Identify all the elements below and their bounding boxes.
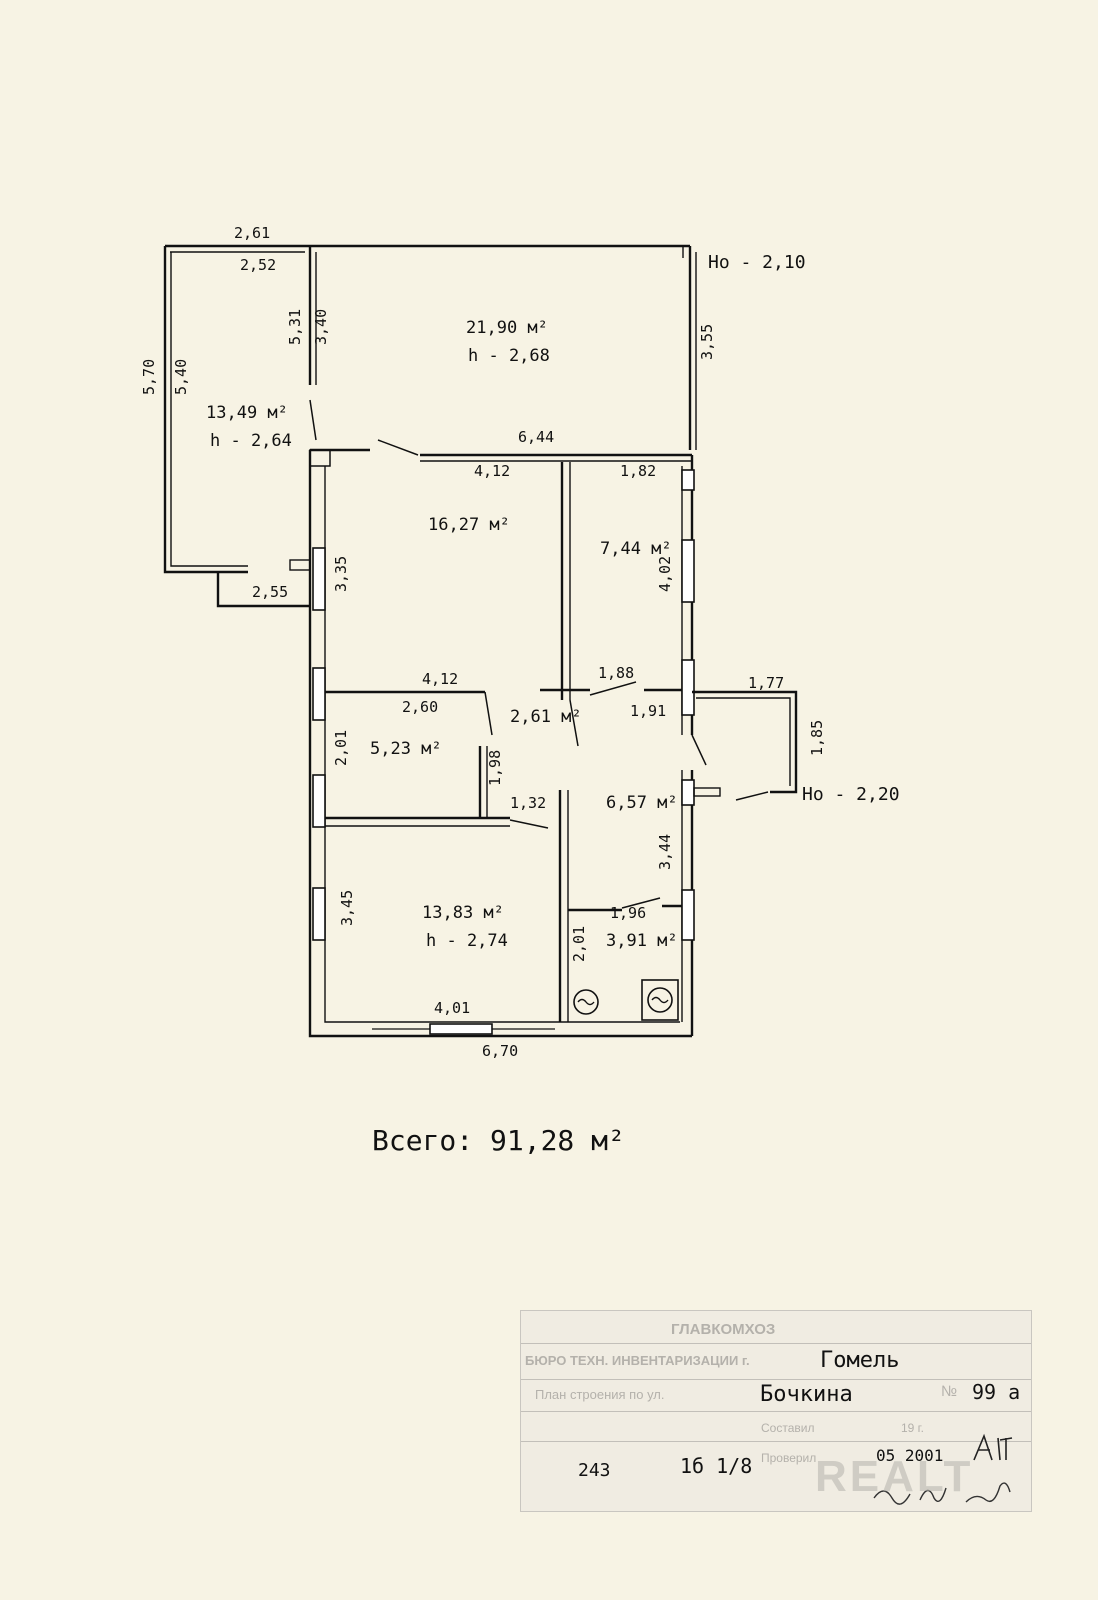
stamp-composed: Составил [761, 1421, 815, 1435]
dim-veranda-540: 5,40 [172, 359, 190, 395]
dim-house-bottom-670: 6,70 [482, 1042, 518, 1060]
window-right-1 [681, 469, 695, 491]
dim-room657-side: 3,44 [656, 834, 674, 870]
room-area-391: 3,91 м² [606, 931, 678, 951]
door-swing-hall [589, 681, 637, 696]
dim-partition-340: 3,40 [312, 309, 330, 345]
dim-room744-top: 1,82 [620, 462, 656, 480]
door-swing-veranda [309, 399, 317, 441]
window-bottom [429, 1023, 493, 1035]
dim-top-veranda-inner: 2,52 [240, 256, 276, 274]
dim-room1627-top: 4,12 [474, 462, 510, 480]
stamp-date: 05 2001 [876, 1446, 944, 1465]
dim-veranda-570: 5,70 [140, 359, 158, 395]
room-height-274: h - 2,74 [426, 931, 508, 951]
dim-house-top-644: 6,44 [518, 428, 554, 446]
watermark-logo: REALT [815, 1452, 974, 1501]
mark-left-number: 243 [578, 1460, 611, 1481]
fixture-stove-wave [651, 996, 669, 1004]
note-ho-220: Но - 2,20 [802, 784, 900, 805]
mark-right-number: 1б 1/8 [680, 1454, 753, 1478]
door-swing-bath [621, 897, 661, 909]
signature-scribble [873, 1482, 1011, 1505]
room-area-1383: 13,83 м² [422, 903, 504, 923]
stamp-divider-4 [521, 1441, 1031, 1442]
wall-house-left-bottom-inner [324, 466, 680, 1023]
dim-porch-185: 1,85 [808, 720, 826, 756]
wall-veranda-left [163, 246, 248, 574]
wall-veranda-step [216, 572, 310, 608]
dim-door-132: 1,32 [510, 794, 546, 812]
fixture-boiler-wave [577, 998, 595, 1006]
door-swing-center [569, 699, 579, 747]
door-swing-entry [377, 439, 419, 456]
room-height-268: h - 2,68 [468, 346, 550, 366]
registry-stamp: ГЛАВКОМХОЗ БЮРО ТЕХН. ИНВЕНТАРИЗАЦИИ г. … [520, 1310, 1032, 1512]
stamp-plan-label: План строения по ул. [535, 1387, 665, 1402]
room-area-744: 7,44 м² [600, 539, 672, 559]
dim-hall-188: 1,88 [598, 664, 634, 682]
signature-mark [973, 1433, 1013, 1461]
dim-porch-177: 1,77 [748, 674, 784, 692]
window-left-2 [312, 667, 326, 721]
room-height-264: h - 2,64 [210, 431, 292, 451]
stamp-divider-2 [521, 1379, 1031, 1380]
dim-top-veranda-outer: 2,61 [234, 224, 270, 242]
window-right-2 [681, 539, 695, 603]
wall-porch-stub [693, 787, 721, 797]
wall-house-left-bottom [308, 450, 692, 1038]
wall-veranda-left-inner [170, 252, 248, 567]
fixture-stove-circle [647, 987, 673, 1013]
dim-room1383-bottom: 4,01 [434, 999, 470, 1017]
window-right-3 [681, 659, 695, 716]
window-right-5 [681, 889, 695, 941]
room-area-261: 2,61 м² [510, 707, 582, 727]
window-left-1 [312, 547, 326, 611]
dim-hall-191: 1,91 [630, 702, 666, 720]
dim-room523-side: 2,01 [332, 730, 350, 766]
room-area-523: 5,23 м² [370, 739, 442, 759]
total-area: Всего: 91,28 м² [372, 1124, 625, 1157]
wall-corner-nw [309, 449, 331, 467]
stamp-checked: Проверил [761, 1451, 817, 1465]
dim-bath-side: 2,01 [570, 926, 588, 962]
stamp-city: Гомель [820, 1348, 900, 1373]
door-swing-room523 [484, 691, 493, 736]
note-ho-210: Но - 2,10 [708, 252, 806, 273]
room-area-657: 6,57 м² [606, 793, 678, 813]
wall-stub-veranda [289, 559, 311, 571]
dim-partition-531: 5,31 [286, 309, 304, 345]
window-left-3 [312, 774, 326, 828]
dim-veranda-right-355: 3,55 [698, 324, 716, 360]
dim-room523-top: 2,60 [402, 698, 438, 716]
room-area-1627: 16,27 м² [428, 515, 510, 535]
room-area-1349: 13,49 м² [206, 403, 288, 423]
stamp-house-no: 99 а [972, 1380, 1021, 1404]
stamp-street: Бочкина [760, 1382, 853, 1407]
dim-room1627-bottom: 4,12 [422, 670, 458, 688]
door-swing-room1383 [509, 819, 549, 829]
fixture-stove-icon [641, 979, 679, 1021]
door-swing-porch [691, 734, 707, 766]
dim-closet-198: 1,98 [486, 750, 504, 786]
wall-porch-inner [696, 697, 791, 786]
window-right-4 [681, 779, 695, 806]
dim-room744-side: 4,02 [656, 556, 674, 592]
fixture-boiler-icon [573, 989, 599, 1015]
dim-bath-top: 1,96 [610, 904, 646, 922]
stamp-divider-3 [521, 1411, 1031, 1412]
stamp-no-label: № [941, 1383, 958, 1400]
stamp-bureau: БЮРО ТЕХН. ИНВЕНТАРИЗАЦИИ г. [525, 1353, 750, 1368]
stamp-year: 19 г. [901, 1421, 924, 1435]
window-left-4 [312, 887, 326, 941]
stamp-divider-1 [521, 1343, 1031, 1344]
dim-room1627-side: 3,35 [332, 556, 350, 592]
dim-room1383-side: 3,45 [338, 890, 356, 926]
stamp-org: ГЛАВКОМХОЗ [671, 1321, 776, 1338]
wall-porch [692, 690, 798, 794]
door-swing-porch-outer [735, 791, 769, 801]
dim-step-255: 2,55 [252, 583, 288, 601]
room-area-2190: 21,90 м² [466, 318, 548, 338]
